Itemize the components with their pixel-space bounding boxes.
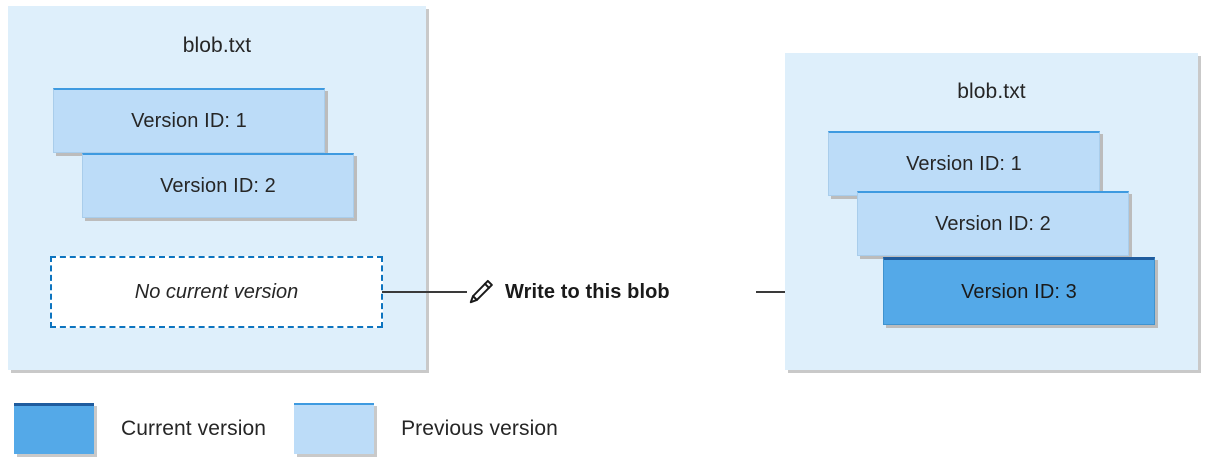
left-version-label-1: Version ID: 1 bbox=[131, 109, 247, 132]
right-version-box-3: Version ID: 3 bbox=[883, 257, 1155, 325]
right-version-label-2: Version ID: 2 bbox=[935, 212, 1051, 235]
legend-label-current: Current version bbox=[121, 416, 267, 440]
legend-label-previous: Previous version bbox=[401, 416, 558, 440]
left-blob-name: blob.txt bbox=[182, 34, 252, 57]
no-current-version-box: No current version bbox=[50, 256, 383, 328]
left-version-box-2: Version ID: 2 bbox=[82, 153, 354, 218]
legend-swatch-current bbox=[14, 403, 94, 454]
right-version-box-1: Version ID: 1 bbox=[828, 131, 1100, 196]
connector-left-to-action bbox=[382, 291, 467, 293]
right-version-label-1: Version ID: 1 bbox=[906, 152, 1022, 175]
no-current-version-label: No current version bbox=[134, 280, 299, 303]
right-blob-name: blob.txt bbox=[957, 80, 1026, 103]
right-version-label-3: Version ID: 3 bbox=[961, 280, 1077, 303]
write-action-label: Write to this blob bbox=[505, 280, 670, 303]
write-action-group: Write to this blob bbox=[466, 277, 670, 307]
legend-item-previous: Previous version bbox=[294, 403, 558, 454]
pencil-icon bbox=[469, 279, 493, 304]
legend: Current version Previous version bbox=[14, 403, 558, 454]
right-version-box-2: Version ID: 2 bbox=[857, 191, 1129, 256]
left-version-box-1: Version ID: 1 bbox=[53, 88, 325, 153]
legend-item-current: Current version bbox=[14, 403, 266, 454]
legend-swatch-previous bbox=[294, 403, 375, 454]
left-version-label-2: Version ID: 2 bbox=[160, 174, 276, 197]
